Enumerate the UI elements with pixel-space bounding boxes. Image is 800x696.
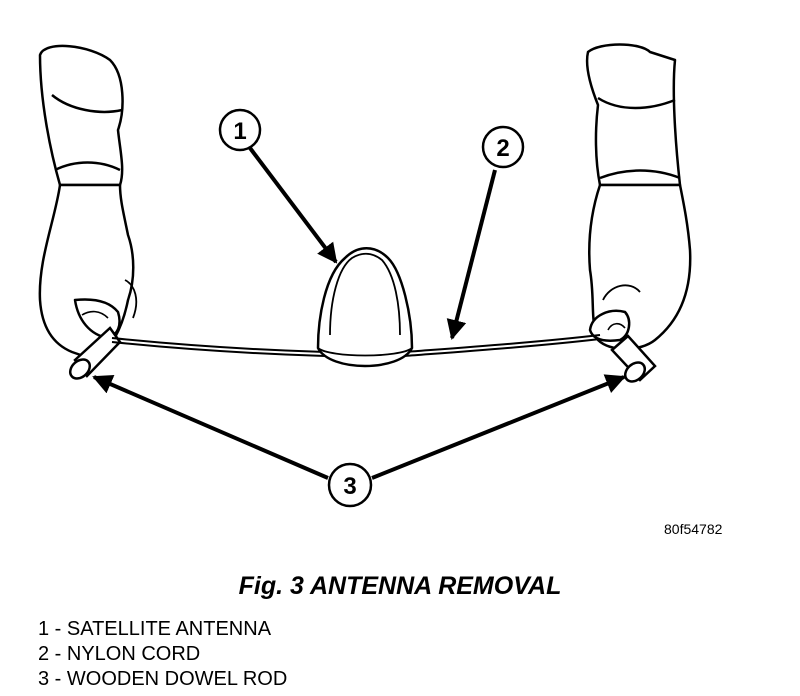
- left-hand: [38, 44, 138, 362]
- figure-caption: Fig. 3 ANTENNA REMOVAL: [238, 572, 562, 600]
- callout-1-label: 1: [233, 118, 246, 145]
- nylon-cord: [111, 334, 601, 357]
- right-dowel-rod: [610, 334, 657, 383]
- right-hand: [585, 43, 692, 351]
- legend: 1 - SATELLITE ANTENNA 2 - NYLON CORD 3 -…: [38, 617, 287, 692]
- legend-item: 3 - WOODEN DOWEL ROD: [38, 668, 288, 690]
- callout-2: 2: [446, 125, 525, 340]
- antenna-removal-illustration: 1 2 3: [38, 43, 692, 508]
- callout-3: 3: [92, 374, 626, 508]
- callout-1: 1: [218, 108, 338, 264]
- satellite-antenna: [316, 247, 414, 368]
- left-dowel-rod: [68, 326, 122, 380]
- figure-code: 80f54782: [664, 521, 723, 537]
- callout-3-label: 3: [343, 473, 356, 500]
- legend-item: 1 - SATELLITE ANTENNA: [38, 618, 272, 640]
- callout-2-label: 2: [496, 135, 509, 162]
- legend-item: 2 - NYLON CORD: [38, 643, 201, 665]
